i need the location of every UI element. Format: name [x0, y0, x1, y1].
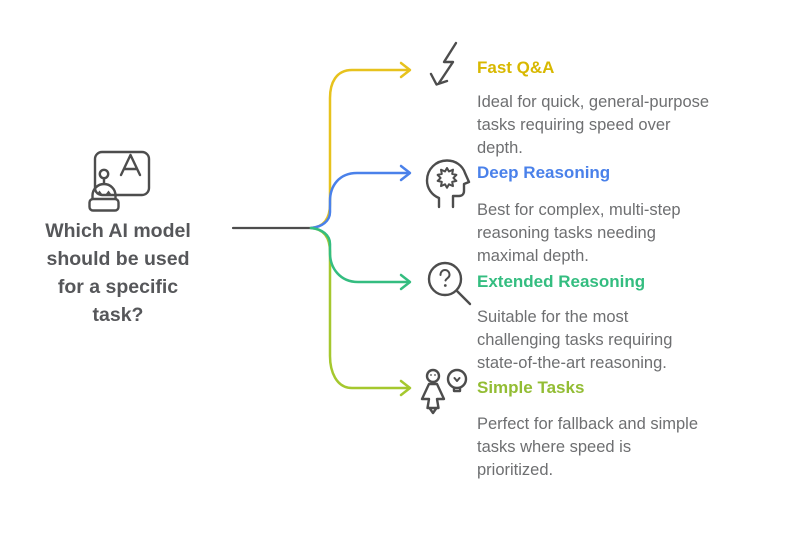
robot-screen-icon [88, 150, 151, 212]
branch-desc-fast-qa: Ideal for quick, general-purpose tasks r… [477, 91, 709, 160]
desc-line: tasks requiring speed over [477, 116, 671, 134]
screen-shape [93, 150, 151, 197]
question-line: for a specific [57, 276, 179, 298]
branch-arrow-fast-qa [399, 61, 412, 79]
branch-curve-extended-reasoning [309, 226, 410, 284]
desc-line: depth. [477, 139, 523, 157]
branch-label-fast-qa: Fast Q&A [477, 58, 555, 77]
desc-line: Best for complex, multi-step [477, 201, 681, 219]
magnifier-question-icon [427, 261, 472, 306]
desc-line: challenging tasks requiring [477, 331, 673, 349]
branch-arrow-simple-tasks [399, 379, 412, 397]
desc-line: state-of-the-art reasoning. [477, 354, 667, 372]
question-line: Which AI model [45, 220, 191, 242]
branch-curve-fast-qa [309, 68, 410, 230]
desc-line: reasoning tasks needing [477, 224, 656, 242]
lightning-arrow-icon [429, 41, 458, 86]
robot-mouth [88, 197, 120, 212]
desc-line: maximal depth. [477, 247, 589, 265]
question-line: should be used [46, 248, 190, 270]
branch-label-deep-reasoning: Deep Reasoning [477, 163, 611, 182]
desc-line: prioritized. [477, 461, 554, 479]
desc-line: Perfect for fallback and simple [477, 415, 699, 433]
desc-line: tasks where speed is [477, 438, 632, 456]
branch-curve-deep-reasoning [309, 171, 410, 230]
desc-line: Suitable for the most [477, 308, 629, 326]
head-gear-icon [425, 159, 471, 209]
branch-desc-deep-reasoning: Best for complex, multi-step reasoning t… [477, 199, 681, 268]
robot-eye [105, 190, 112, 195]
branch-arrow-deep-reasoning [399, 164, 412, 182]
person-lightbulb-icon [420, 368, 468, 415]
robot-eye [96, 190, 103, 195]
branch-desc-simple-tasks: Perfect for fallback and simple tasks wh… [477, 413, 698, 482]
letter-a-shape [119, 153, 142, 177]
branch-curve-simple-tasks [309, 226, 410, 390]
branch-desc-extended-reasoning: Suitable for the most challenging tasks … [477, 306, 672, 375]
robot-antenna [98, 168, 110, 180]
question-line: task? [92, 304, 144, 326]
question-title: Which AI model should be used for a spec… [16, 217, 220, 329]
desc-line: Ideal for quick, general-purpose [477, 93, 710, 111]
branch-label-simple-tasks: Simple Tasks [477, 378, 585, 397]
branch-arrow-extended-reasoning [399, 273, 412, 291]
branch-label-extended-reasoning: Extended Reasoning [477, 272, 646, 291]
